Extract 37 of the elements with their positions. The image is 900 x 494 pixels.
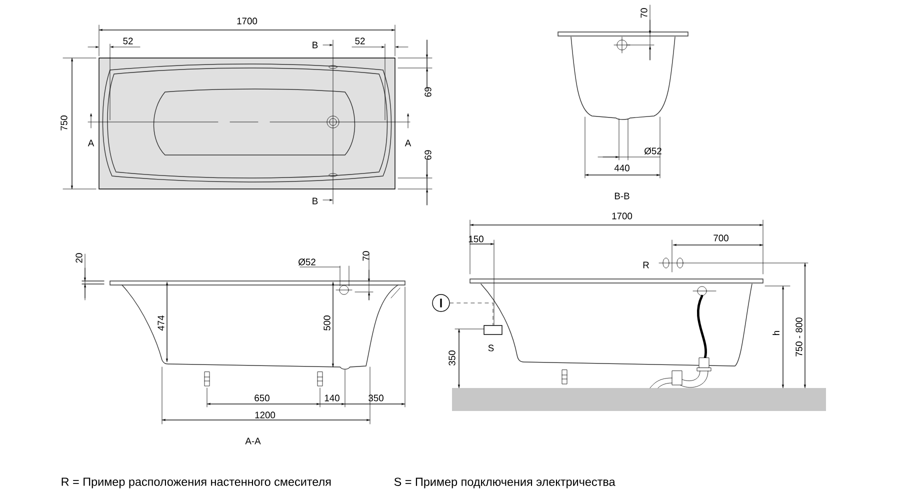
symbol-circle (432, 294, 450, 312)
dimension-label: 474 (158, 315, 164, 331)
dimension-label: 52 (355, 38, 365, 44)
dimension-label: 69 (424, 87, 432, 97)
dimension-label: 1700 (612, 212, 632, 220)
dimension-label: A-A (245, 438, 261, 444)
dimension-label: A (88, 140, 94, 146)
dimension-label: R (643, 262, 649, 268)
dimension-label: 70 (362, 251, 370, 261)
dimension-label: 500 (324, 316, 330, 330)
leader-line (450, 302, 494, 326)
dimension-label: Ø52 (298, 258, 316, 266)
dimension-label: B-B (614, 192, 630, 200)
dimension-label: A (404, 140, 412, 146)
dimension-label: 440 (614, 164, 630, 172)
dimension-label: 750 (60, 116, 68, 130)
dimension-label: 650 (254, 394, 270, 402)
dimension-label: 700 (714, 234, 728, 242)
dimension-label: 70 (640, 8, 648, 18)
dimension-label: 1700 (237, 18, 258, 24)
dimension-label: Ø52 (644, 148, 662, 154)
legend-note: R = Пример расположения настенного смесителя (62, 478, 331, 488)
dimension-label: 750 - 800 (796, 318, 802, 356)
dimension-label: 69 (424, 150, 432, 160)
dimension-label: 20 (76, 253, 82, 263)
dimension-label: 140 (324, 394, 340, 402)
dimension-label: 1200 (255, 412, 276, 418)
dimension-label: h (772, 330, 780, 335)
legend-note: S = Пример подключения электричества (394, 478, 616, 488)
socket-label: S (488, 344, 494, 352)
dimension-label: B (312, 42, 318, 48)
dimension-label: B (312, 198, 318, 204)
dimension-label: 350 (448, 350, 456, 366)
socket-box (484, 325, 502, 335)
dimension-label: 350 (368, 394, 384, 402)
dimension-label: 150 (468, 236, 484, 242)
dimension-label: 52 (123, 38, 133, 44)
